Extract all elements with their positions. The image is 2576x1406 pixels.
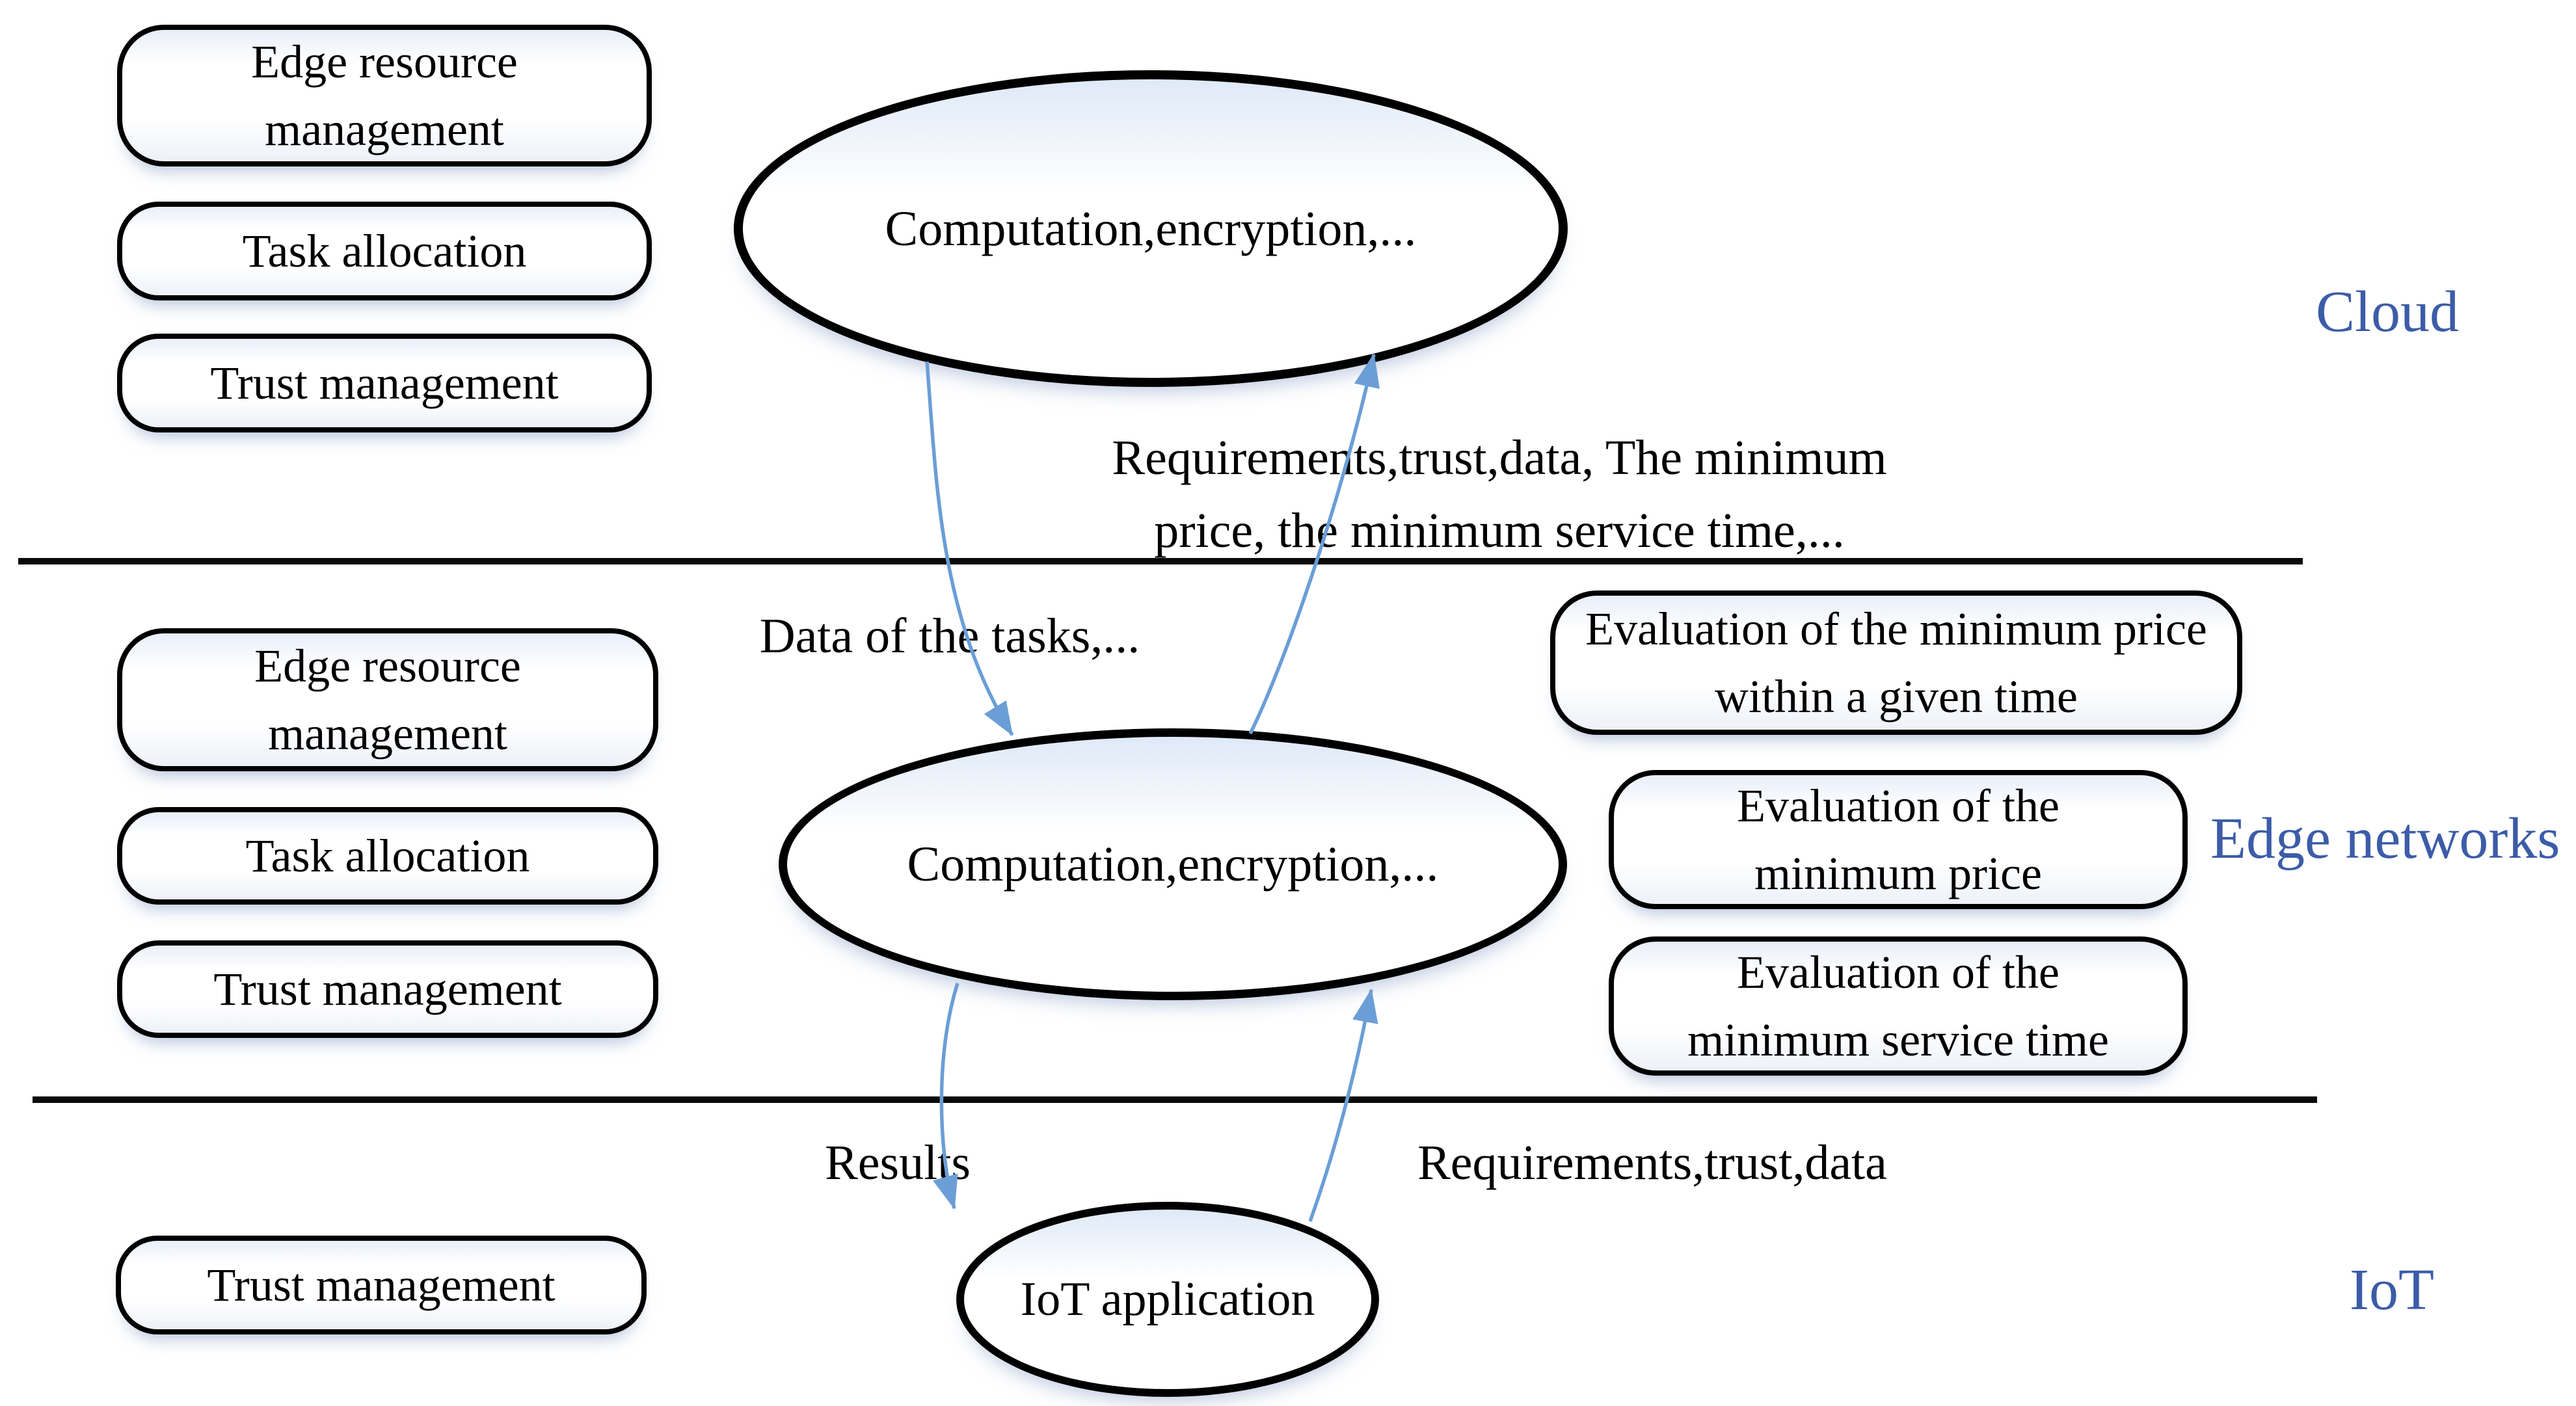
iot-capability-box-trust-management: Trust management <box>116 1236 647 1334</box>
flow-label-edge-to-iot: Results <box>825 1135 971 1190</box>
box-label: Edge resource management <box>254 640 521 760</box>
edge-capability-box-task-allocation: Task allocation <box>117 807 658 905</box>
flow-label-line1: Requirements,trust,data, The minimum <box>1112 431 1887 485</box>
layer-label-cloud: Cloud <box>2316 280 2460 344</box>
edge-capability-box-trust-management: Trust management <box>117 940 658 1038</box>
layer-label-edge-networks: Edge networks <box>2210 806 2560 871</box>
box-label: Trust management <box>207 1259 556 1311</box>
edge-evaluation-box-price-within-time: Evaluation of the minimum price within a… <box>1550 590 2242 735</box>
edge-evaluation-box-minimum-price: Evaluation of the minimum price <box>1609 770 2188 909</box>
cloud-capability-box-edge-resource-management: Edge resource management <box>117 25 652 166</box>
box-label: Evaluation of the minimum price <box>1737 780 2059 899</box>
ellipse-label: Computation,encryption,... <box>885 201 1417 256</box>
box-label: Trust management <box>213 963 562 1015</box>
separator-cloud-edge <box>18 558 2303 564</box>
box-label: Task allocation <box>242 225 527 277</box>
cloud-processing-ellipse: Computation,encryption,... <box>734 70 1568 387</box>
flow-label-iot-to-edge: Requirements,trust,data <box>1417 1135 1887 1190</box>
cloud-capability-box-task-allocation: Task allocation <box>117 202 652 300</box>
flow-label-edge-to-cloud: Requirements,trust,data, The minimum pri… <box>1015 421 1984 567</box>
edge-evaluation-box-minimum-service-time: Evaluation of the minimum service time <box>1609 936 2188 1076</box>
ellipse-label: IoT application <box>1020 1273 1315 1326</box>
edge-processing-ellipse: Computation,encryption,... <box>779 728 1567 1000</box>
box-label: Trust management <box>210 357 559 409</box>
edge-capability-box-edge-resource-management: Edge resource management <box>117 628 658 771</box>
flow-label-line2: price, the minimum service time,... <box>1154 503 1845 558</box>
flow-label-cloud-to-edge: Data of the tasks,... <box>759 609 1140 663</box>
box-label: Evaluation of the minimum price within a… <box>1585 603 2207 723</box>
ellipse-label: Computation,encryption,... <box>907 837 1439 892</box>
box-label: Task allocation <box>245 830 530 882</box>
box-label: Evaluation of the minimum service time <box>1687 946 2109 1066</box>
layer-label-iot: IoT <box>2350 1258 2434 1322</box>
cloud-capability-box-trust-management: Trust management <box>117 334 652 432</box>
arrow-cloud-to-edge <box>925 361 1014 736</box>
separator-edge-iot <box>33 1096 2317 1103</box>
iot-application-ellipse: IoT application <box>956 1202 1379 1397</box>
box-label: Edge resource management <box>251 36 518 155</box>
